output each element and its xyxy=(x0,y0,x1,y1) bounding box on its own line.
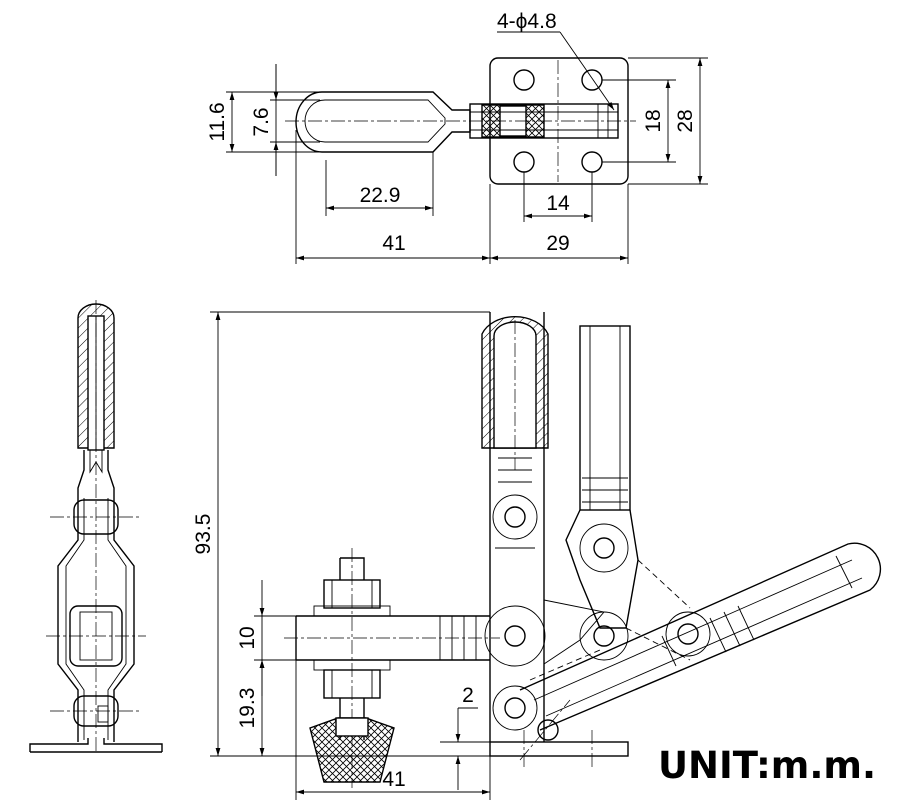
dim-29: 29 xyxy=(546,232,569,255)
pivot-icon xyxy=(504,506,526,528)
dim-10: 10 xyxy=(236,626,259,649)
mount-hole-icon xyxy=(581,69,603,91)
pivot-icon xyxy=(504,625,526,647)
dim-28: 28 xyxy=(674,109,697,132)
top-handle-inner xyxy=(304,99,446,143)
dim-11-6: 11.6 xyxy=(206,102,229,141)
mount-hole-icon xyxy=(513,151,535,173)
mount-hole-icon xyxy=(581,151,603,173)
pivot-icon xyxy=(537,719,559,741)
dim-19-3: 19.3 xyxy=(236,688,259,729)
pivot-icon xyxy=(677,623,699,645)
dim-22-9: 22.9 xyxy=(360,184,401,207)
top-handle xyxy=(295,91,471,153)
unit-label: UNIT:m.m. xyxy=(658,744,876,787)
side-base xyxy=(29,738,163,753)
dim-41-bottom: 41 xyxy=(382,768,405,791)
dim-14: 14 xyxy=(546,192,570,215)
front-view: 93.5 10 19.3 2 41 xyxy=(192,311,882,800)
pivot-icon xyxy=(593,625,615,647)
front-spindle xyxy=(339,557,365,740)
mount-hole-icon xyxy=(513,69,535,91)
front-lever-link xyxy=(565,509,639,629)
dim-2: 2 xyxy=(462,684,474,707)
dim-18: 18 xyxy=(642,109,665,132)
front-base-plate xyxy=(489,741,629,757)
side-view xyxy=(29,300,163,753)
pivot-icon xyxy=(504,697,526,719)
pivot-icon xyxy=(593,537,615,559)
front-lever-upper xyxy=(579,325,631,511)
dim-93-5: 93.5 xyxy=(192,514,215,555)
hole-callout: 4-ϕ4.8 xyxy=(497,10,557,33)
dim-41-top: 41 xyxy=(382,232,405,255)
front-lever-open xyxy=(519,542,882,731)
dim-7-6: 7.6 xyxy=(250,107,273,136)
top-view: 4-ϕ4.8 11.6 7.6 22.9 41 14 29 xyxy=(206,10,708,264)
